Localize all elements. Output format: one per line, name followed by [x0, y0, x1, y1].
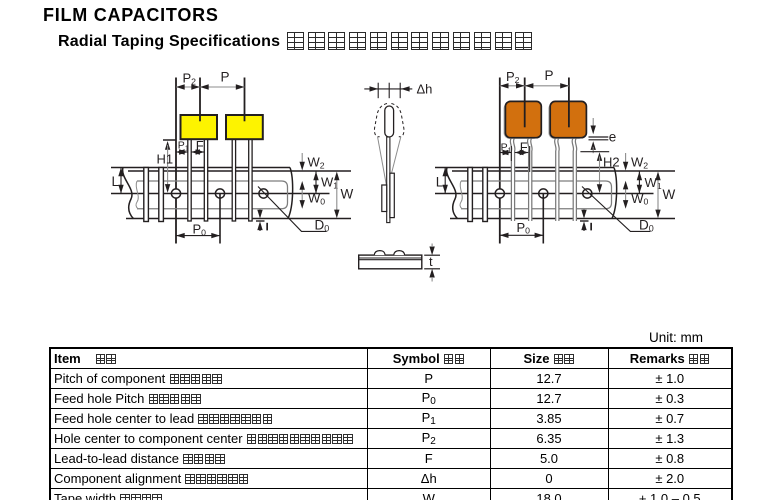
svg-text:P2: P2 [506, 69, 520, 85]
svg-text:F: F [196, 138, 204, 153]
svg-text:F: F [520, 139, 528, 154]
svg-text:L: L [112, 174, 120, 189]
svg-text:P: P [221, 70, 230, 85]
svg-text:e: e [609, 130, 617, 145]
svg-text:H1: H1 [157, 152, 174, 167]
svg-text:L: L [436, 175, 444, 190]
svg-text:W2: W2 [631, 155, 648, 171]
svg-text:P1: P1 [501, 142, 512, 155]
svg-text:P2: P2 [183, 71, 197, 87]
svg-text:P1: P1 [178, 140, 189, 153]
svg-text:W: W [663, 187, 676, 202]
svg-text:P0: P0 [193, 222, 207, 238]
svg-text:Δh: Δh [417, 82, 433, 97]
svg-text:H2: H2 [603, 155, 620, 170]
svg-text:W2: W2 [308, 155, 325, 171]
svg-text:P0: P0 [517, 220, 531, 236]
svg-text:D0: D0 [315, 218, 330, 234]
svg-text:P: P [545, 68, 554, 83]
svg-text:t: t [429, 254, 433, 269]
svg-text:W: W [341, 187, 354, 202]
svg-text:D0: D0 [639, 218, 654, 234]
